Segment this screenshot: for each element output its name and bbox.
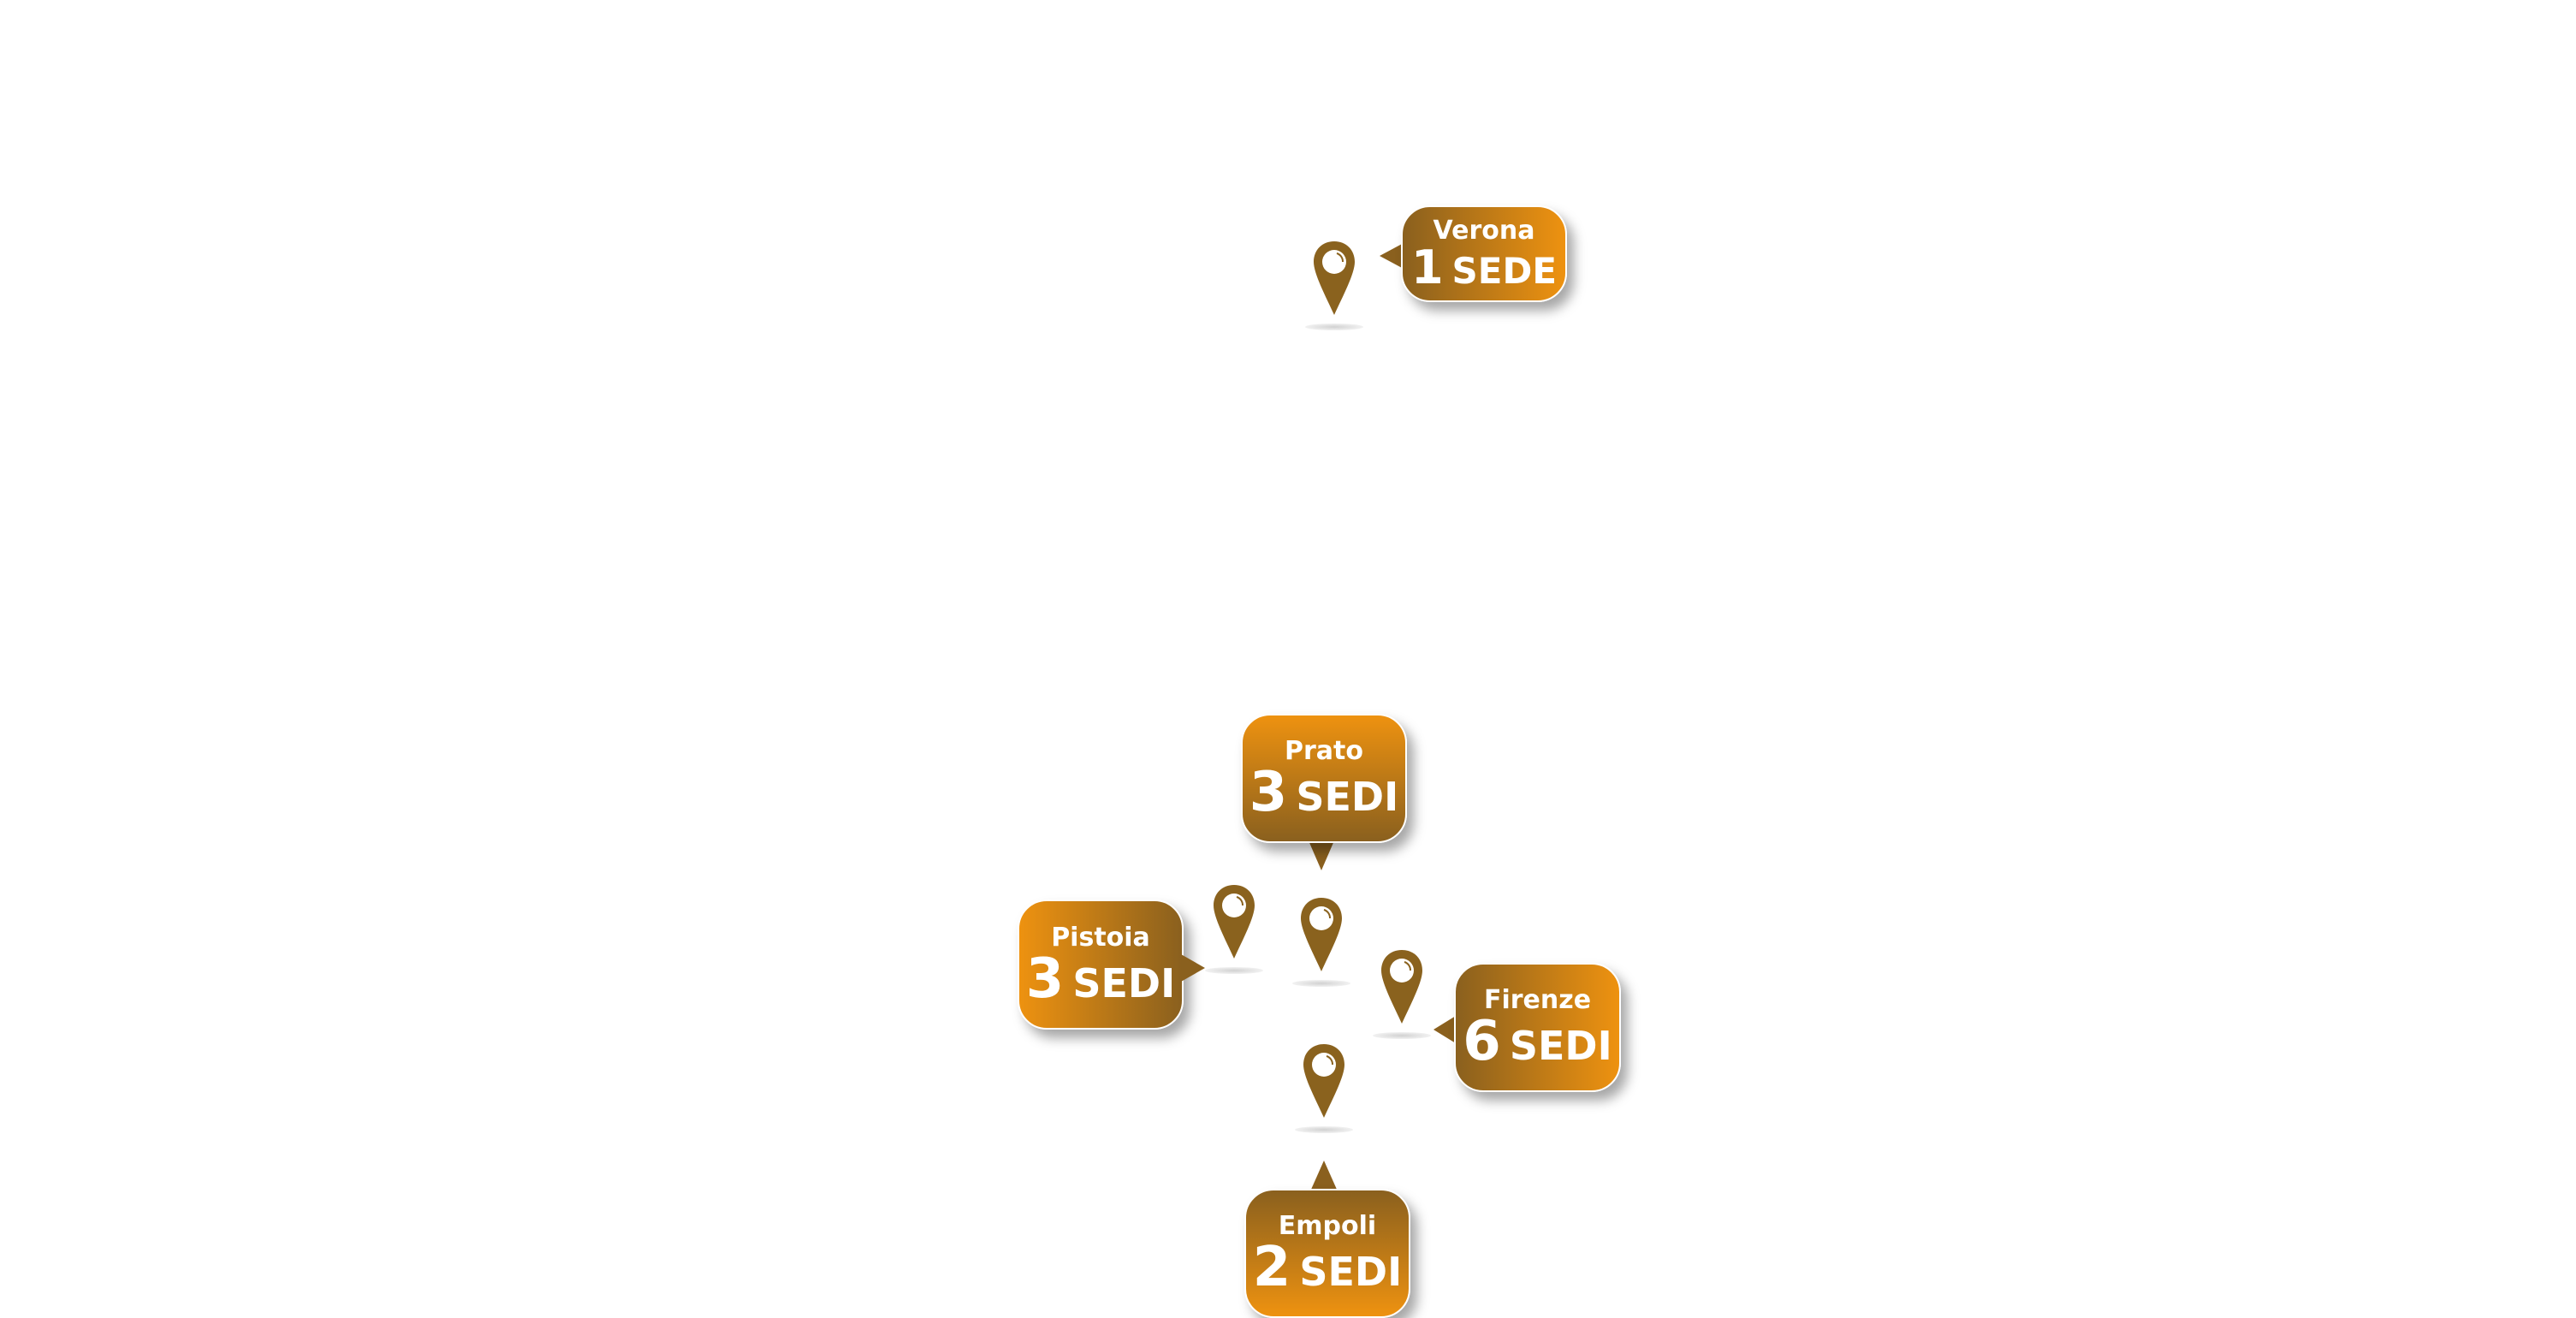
location-unit: SEDI (1299, 1249, 1403, 1295)
bubble-tail (1310, 1161, 1338, 1191)
map-pin-icon[interactable] (1373, 948, 1431, 1039)
bubble-tail (1433, 1016, 1456, 1043)
map-pin-icon[interactable] (1295, 1042, 1353, 1133)
location-unit: SEDI (1072, 959, 1176, 1006)
location-count: 3 (1249, 761, 1288, 824)
city-name: Pistoia (1051, 922, 1150, 953)
location-count: 1 (1410, 240, 1444, 294)
bubble-tail (1181, 954, 1205, 982)
location-unit: SEDE (1451, 250, 1558, 292)
map-pin-icon[interactable] (1205, 883, 1263, 974)
city-name: Prato (1285, 736, 1363, 766)
city-name: Empoli (1278, 1211, 1377, 1241)
location-count: 3 (1025, 947, 1065, 1011)
location-count: 2 (1252, 1236, 1291, 1299)
city-name: Firenze (1483, 985, 1592, 1015)
location-count: 6 (1463, 1010, 1501, 1073)
city-name: Verona (1433, 216, 1535, 246)
location-unit: SEDI (1296, 774, 1399, 820)
map-pin-icon[interactable] (1292, 896, 1350, 987)
map-pin-icon[interactable] (1305, 240, 1363, 330)
bubble-tail (1380, 243, 1404, 269)
location-unit: SEDI (1509, 1023, 1612, 1069)
bubble-tail (1308, 839, 1335, 870)
